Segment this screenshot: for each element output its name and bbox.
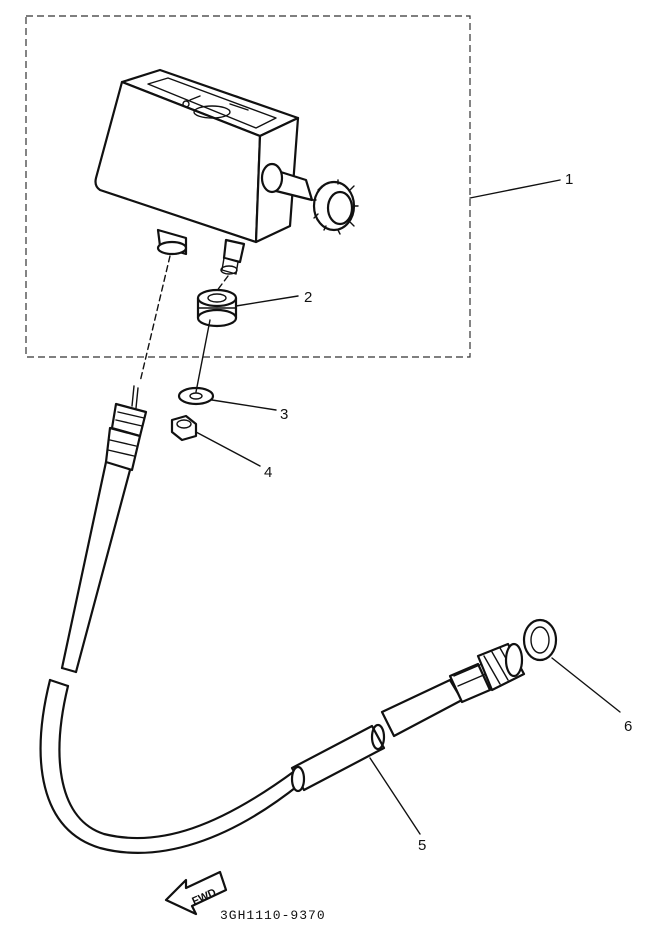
grommet-part: [196, 288, 238, 328]
speedometer-assembly: [94, 68, 359, 275]
speedometer-cable: [39, 385, 526, 854]
leader-line-3: [211, 399, 277, 411]
leader-line-1: [469, 179, 561, 199]
leader-line-5: [369, 757, 421, 835]
assembly-boundary-box: [25, 15, 471, 358]
assembly-guide-line: [139, 255, 171, 383]
callout-5: 5: [418, 837, 426, 854]
callout-1: 1: [565, 171, 573, 188]
diagram-part-number: 3GH1110-9370: [220, 908, 326, 923]
callout-4: 4: [264, 464, 272, 481]
leader-line-2: [235, 295, 299, 307]
callout-2: 2: [304, 289, 312, 306]
leader-line-6: [551, 657, 621, 713]
leader-line-4: [195, 431, 261, 467]
callout-3: 3: [280, 406, 288, 423]
washer-part: [177, 386, 215, 406]
callout-6: 6: [624, 718, 632, 735]
assembly-guide-line: [215, 275, 229, 293]
fwd-arrow: FWD: [164, 870, 228, 916]
o-ring-part: [522, 618, 558, 662]
nut-part: [170, 414, 198, 442]
assembly-guide-line: [195, 319, 211, 393]
